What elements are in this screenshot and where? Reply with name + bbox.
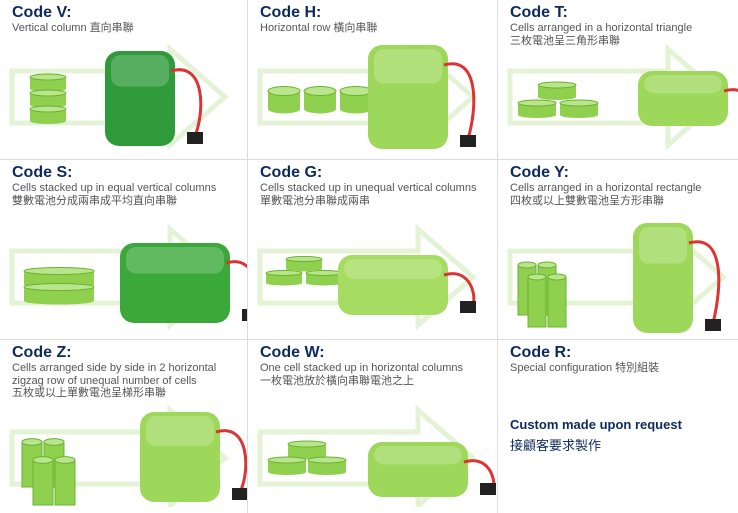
code-desc: One cell stacked up in horizontal column… <box>260 362 463 374</box>
code-title: Code T: <box>510 4 568 21</box>
battery-illustration <box>9 404 247 507</box>
code-s-cell: Code S:Cells stacked up in equal vertica… <box>0 160 248 340</box>
custom-note: Custom made upon request 接顧客要求製作 <box>510 417 726 454</box>
cell-icon <box>265 270 303 286</box>
code-desc: Horizontal row 橫向串聯 <box>260 22 378 34</box>
battery-illustration <box>257 43 477 151</box>
cell-icon <box>517 99 557 118</box>
code-desc: Cells arranged in a horizontal triangle <box>510 22 693 34</box>
code-desc-zh: 雙數電池分成兩串成平均直向串聯 <box>12 194 177 207</box>
code-title: Code R: <box>510 344 572 361</box>
code-desc: Cells stacked up in equal vertical colum… <box>12 182 217 194</box>
code-desc: Cells arranged in a horizontal rectangle <box>510 182 702 194</box>
code-y-cell: Code Y:Cells arranged in a horizontal re… <box>498 160 738 340</box>
battery-illustration <box>257 223 477 331</box>
custom-note-zh: 接顧客要求製作 <box>510 437 602 453</box>
battery-illustration <box>507 223 727 333</box>
cell-icon <box>29 105 67 124</box>
battery-pack <box>638 71 738 126</box>
battery-pack <box>368 442 496 497</box>
cell-icon <box>23 283 95 305</box>
code-g-cell: Code G:Cells stacked up in unequal verti… <box>248 160 498 340</box>
cell-icon <box>307 456 347 475</box>
code-title: Code S: <box>12 164 73 181</box>
cell-icon <box>559 99 599 118</box>
cell-icon <box>303 86 337 114</box>
code-r-cell: Code R:Special configuration 特別組裝 Custom… <box>498 340 738 513</box>
code-desc-zh: 單數電池分串聯成兩串 <box>260 194 370 207</box>
battery-pack <box>105 51 203 146</box>
cell-icon <box>547 273 567 328</box>
cell-icon <box>537 81 577 100</box>
battery-pack <box>120 243 247 323</box>
code-desc: Cells arranged side by side in 2 horizon… <box>12 362 217 374</box>
code-title: Code Z: <box>12 344 72 361</box>
code-v-cell: Code V:Vertical column 直向串聯 <box>0 0 248 160</box>
cell-icon <box>339 86 373 114</box>
cell-icon <box>267 86 301 114</box>
code-h-cell: Code H:Horizontal row 橫向串聯 <box>248 0 498 160</box>
custom-note-en: Custom made upon request <box>510 416 682 432</box>
battery-pack <box>338 255 476 315</box>
cell-icon <box>29 73 67 92</box>
code-title: Code G: <box>260 164 323 181</box>
code-desc: Special configuration 特別組裝 <box>510 362 660 374</box>
code-desc: Cells stacked up in unequal vertical col… <box>260 182 477 194</box>
cell-icon <box>54 456 76 506</box>
code-desc-zh: 四枚或以上雙數電池呈方形串聯 <box>510 194 664 207</box>
code-title: Code H: <box>260 4 322 21</box>
battery-illustration <box>507 43 738 151</box>
cell-icon <box>287 440 327 459</box>
code-w-cell: Code W:One cell stacked up in horizontal… <box>248 340 498 513</box>
code-desc-zh: 一枚電池放於橫向串聯電池之上 <box>260 374 414 387</box>
code-desc: Vertical column 直向串聯 <box>12 22 134 34</box>
cell-icon <box>527 273 547 328</box>
cell-icon <box>267 456 307 475</box>
battery-illustration <box>9 223 247 331</box>
cell-icon <box>285 256 323 272</box>
battery-illustration <box>9 43 229 151</box>
code-desc-zh: 五枚或以上單數電池呈梯形串聯 <box>12 387 166 399</box>
code-desc-zh: 三枚電池呈三角形串聯 <box>510 34 620 47</box>
cell-icon <box>305 270 343 286</box>
code-desc: zigzag row of unequal number of cells <box>12 374 197 387</box>
code-z-cell: Code Z:Cells arranged side by side in 2 … <box>0 340 248 513</box>
battery-illustration <box>257 404 496 507</box>
cell-icon <box>29 89 67 108</box>
code-title: Code V: <box>12 4 72 21</box>
battery-pack <box>633 223 721 333</box>
code-title: Code W: <box>260 344 325 361</box>
code-title: Code Y: <box>510 164 569 181</box>
battery-pack <box>368 45 476 149</box>
code-t-cell: Code T:Cells arranged in a horizontal tr… <box>498 0 738 160</box>
battery-pack <box>140 412 247 502</box>
cell-icon <box>32 456 54 506</box>
